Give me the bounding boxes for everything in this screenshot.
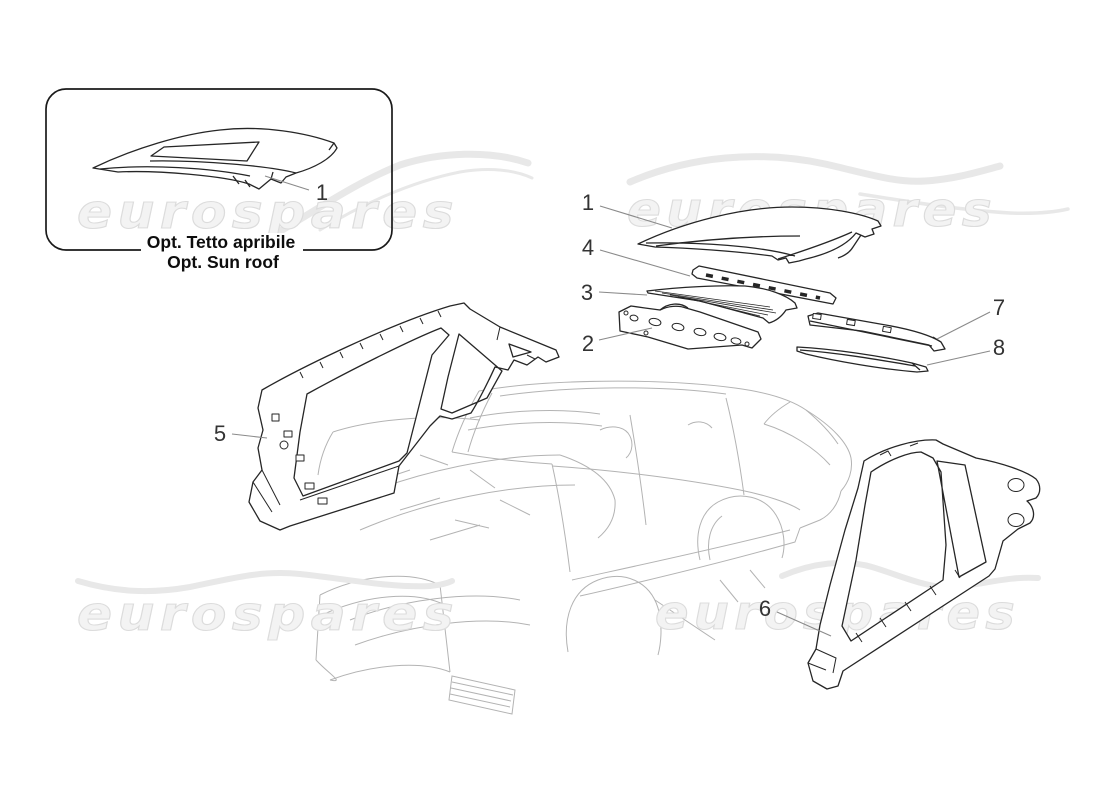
leader-6	[776, 611, 832, 637]
part-right-side-frame	[807, 439, 1041, 690]
inset-caption-english: Opt. Sun roof	[167, 252, 279, 272]
callout-left-side-frame: 5	[214, 421, 226, 446]
leader-7	[936, 311, 991, 340]
callout-right-side-frame: 6	[759, 596, 771, 621]
parts-drawings	[92, 127, 1041, 690]
callout-roof-panel: 1	[582, 190, 594, 215]
leader-inset-1	[264, 175, 310, 191]
callout-lower-side-rail: 8	[993, 335, 1005, 360]
part-sunroof-panel	[92, 127, 338, 190]
part-rear-crossmember	[618, 303, 762, 350]
watermark-bottom-left: eurospares	[77, 587, 459, 642]
part-front-header-rail	[691, 265, 837, 305]
swoosh-top-right-echo	[858, 192, 1070, 215]
watermark-swooshes	[75, 150, 1070, 595]
part-windshield-header	[646, 285, 798, 324]
swoosh-bottom-right	[779, 559, 1041, 591]
leader-3	[598, 291, 648, 296]
callout-front-header-rail: 4	[582, 235, 594, 260]
leader-4	[599, 249, 691, 277]
part-roof-panel	[637, 206, 882, 264]
leader-5	[231, 433, 268, 439]
callout-windshield-header: 3	[581, 280, 593, 305]
part-lower-side-rail	[796, 346, 929, 373]
swoosh-bottom-left	[75, 570, 455, 595]
inset-caption-italian: Opt. Tetto apribile	[147, 232, 296, 252]
central-body-structure-drawing	[315, 380, 852, 715]
inset-box: Opt. Tetto apribile Opt. Sun roof	[45, 88, 393, 272]
leader-8	[926, 350, 991, 366]
callout-upper-side-rail: 7	[993, 295, 1005, 320]
swoosh-top-left-echo	[318, 168, 534, 232]
caption-backdrop	[141, 233, 303, 252]
swoosh-top-right	[626, 153, 1004, 186]
part-left-side-frame	[248, 302, 560, 531]
callout-inset-roof: 1	[316, 180, 328, 205]
callout-rear-crossmember: 2	[582, 331, 594, 356]
callout-leader-lines	[231, 175, 991, 637]
leader-1	[599, 205, 673, 229]
callout-numbers: 1 1 4 3 2 7 8 5 6	[214, 180, 1005, 621]
leader-2	[598, 327, 653, 341]
swoosh-top-left	[264, 150, 532, 242]
part-upper-side-rail	[807, 312, 946, 352]
